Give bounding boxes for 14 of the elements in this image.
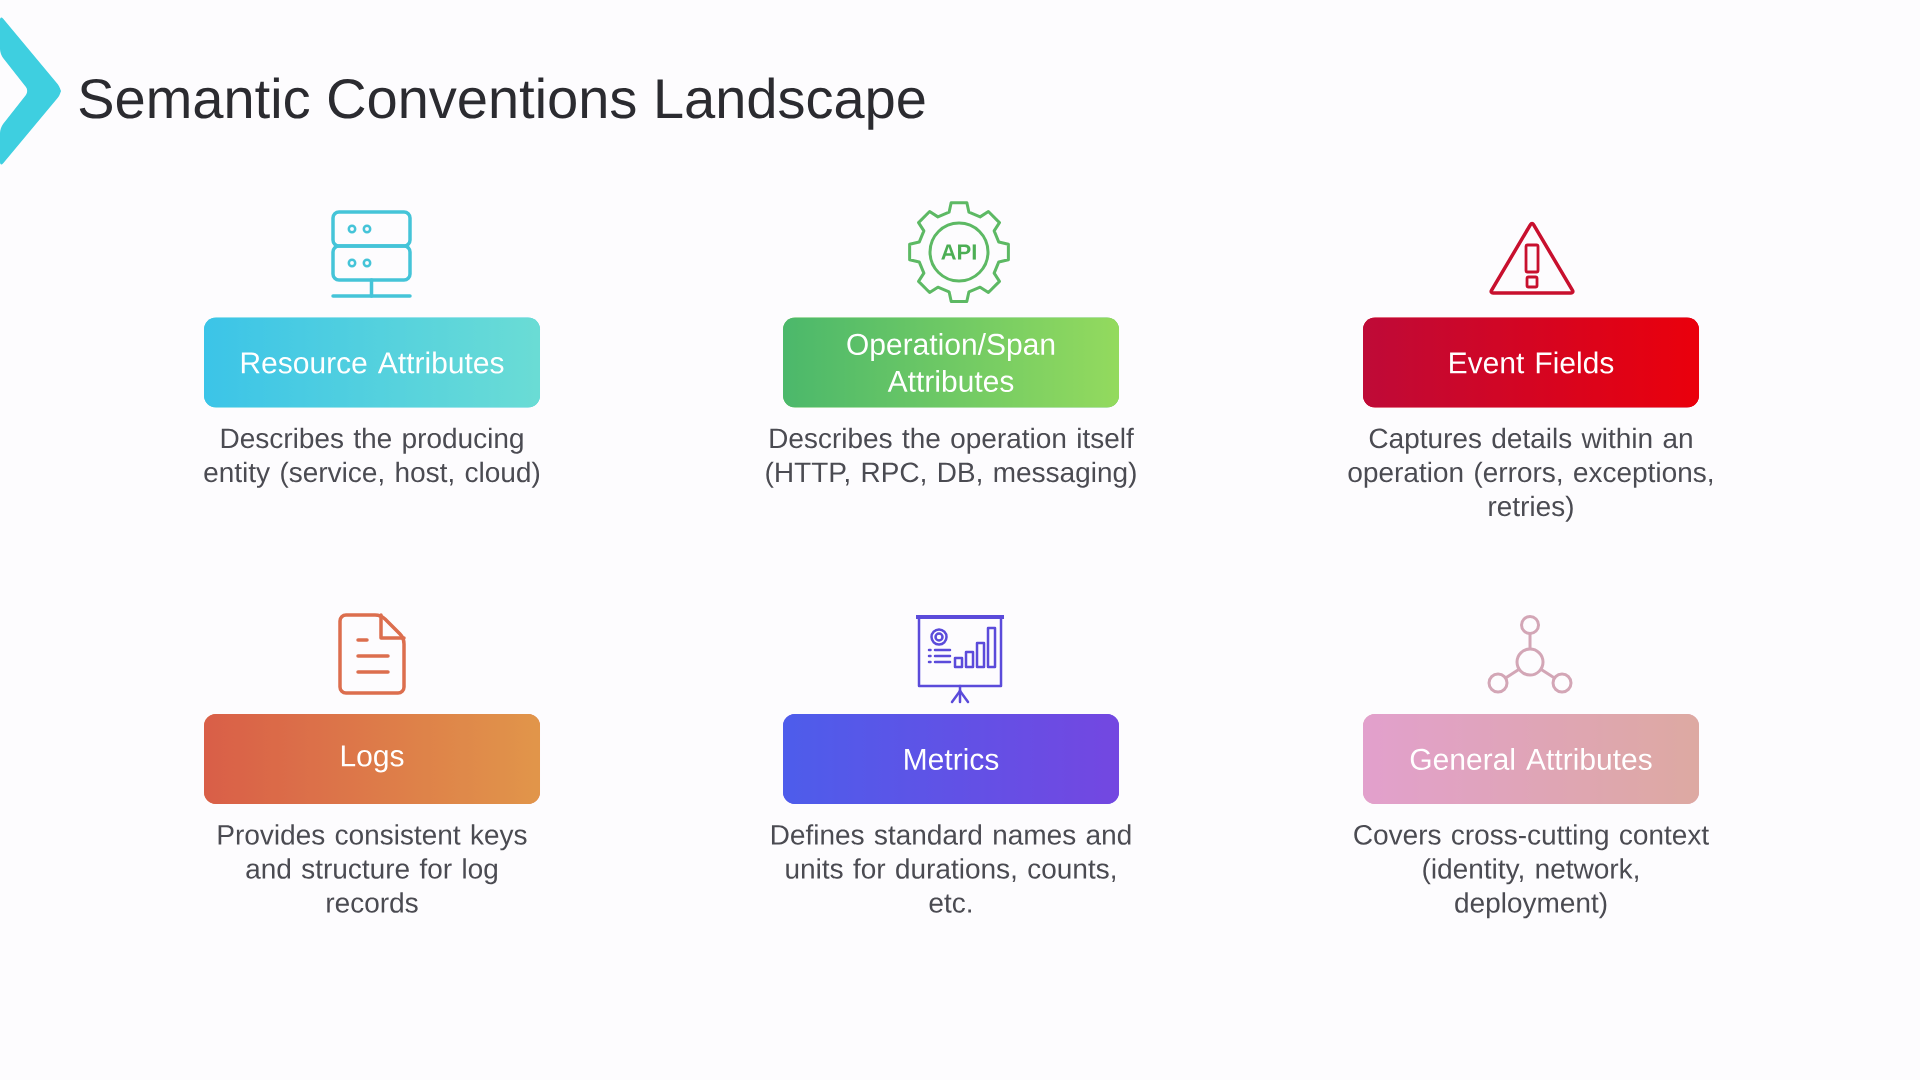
- category-box: Logs: [204, 714, 540, 804]
- slide-title: Semantic Conventions Landscape: [79, 77, 925, 130]
- description-text: Describes the operation itself (HTTP, RPC, DB, messaging): [766, 427, 1136, 488]
- description-text: Covers cross-cutting context (identity, network, deployment): [1354, 824, 1709, 919]
- description-text: Captures details within an operation (errors, exceptions, retries): [1348, 427, 1713, 522]
- icon-label: API: [941, 244, 976, 260]
- category-box: Resource Attributes: [204, 317, 540, 408]
- category-box: Operation/Span Attributes: [783, 317, 1119, 408]
- category-box: General Attributes: [1363, 714, 1699, 804]
- category-box: Event Fields: [1363, 317, 1699, 408]
- description-text: Describes the producing entity (service, host, cloud): [204, 427, 540, 488]
- description-text: Defines standard names and units for durations, counts, etc.: [771, 824, 1131, 913]
- description-text: Provides consistent keys and structure for log records: [218, 824, 527, 913]
- category-box: Metrics: [783, 714, 1119, 804]
